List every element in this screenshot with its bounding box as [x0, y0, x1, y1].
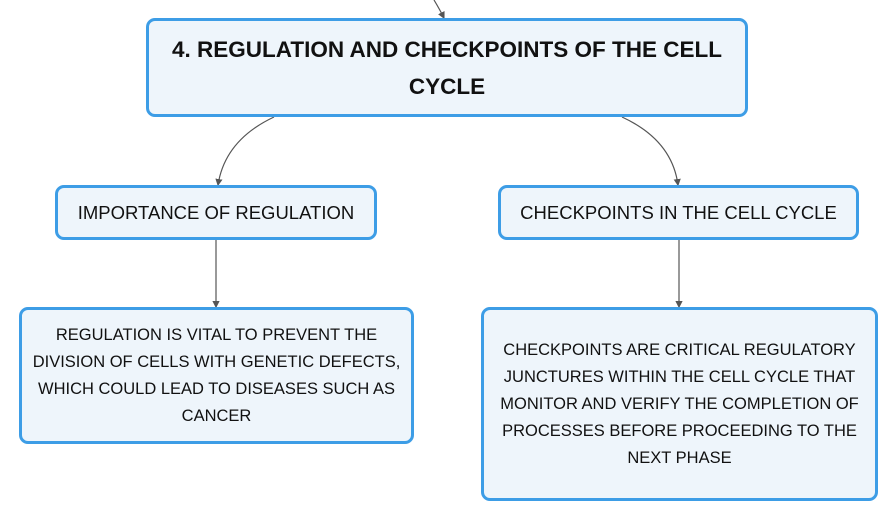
- root-topic-label: 4. REGULATION AND CHECKPOINTS OF THE CEL…: [171, 36, 722, 99]
- detail-node-checkpoints[interactable]: CHECKPOINTS ARE CRITICAL REGULATORY JUNC…: [481, 307, 878, 501]
- root-topic-node[interactable]: 4. REGULATION AND CHECKPOINTS OF THE CEL…: [146, 18, 748, 117]
- detail-node-regulation[interactable]: REGULATION IS VITAL TO PREVENT THE DIVIS…: [19, 307, 414, 444]
- connector-root-to-importance: [215, 116, 275, 187]
- incoming-connector: [433, 0, 445, 20]
- detail-text: CHECKPOINTS ARE CRITICAL REGULATORY JUNC…: [500, 340, 859, 467]
- branch-node-importance-of-regulation[interactable]: IMPORTANCE OF REGULATION: [55, 185, 377, 240]
- detail-text: REGULATION IS VITAL TO PREVENT THE DIVIS…: [32, 325, 401, 425]
- branch-label: CHECKPOINTS IN THE CELL CYCLE: [520, 201, 837, 223]
- branch-node-checkpoints[interactable]: CHECKPOINTS IN THE CELL CYCLE: [498, 185, 859, 240]
- branch-label: IMPORTANCE OF REGULATION: [77, 201, 355, 223]
- connector-root-to-checkpoints: [621, 116, 681, 187]
